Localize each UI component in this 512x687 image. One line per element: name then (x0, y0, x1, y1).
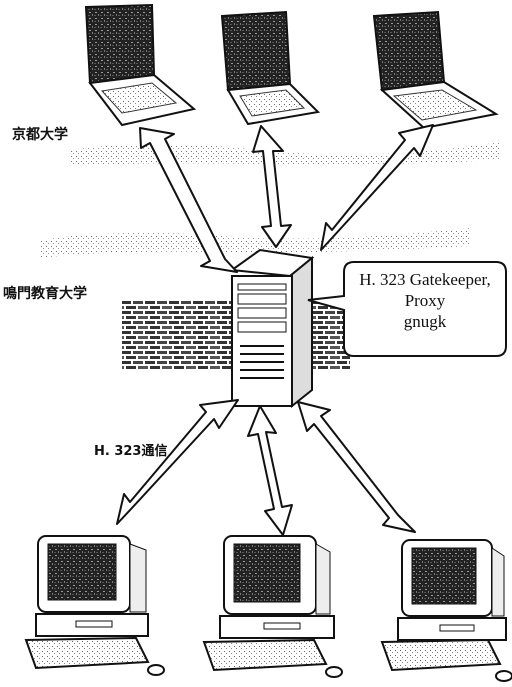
firewall-left (122, 300, 232, 370)
bubble-line-gnugk: gnugk (403, 312, 447, 331)
arrow-laptop-left-server (139, 127, 238, 273)
server-bubble-text: H. 323 Gatekeeper, Proxy gnugk (350, 269, 500, 332)
desktop-right (380, 539, 512, 682)
bubble-line-proxy: Proxy (404, 291, 446, 310)
arrow-server-desktop-left (116, 399, 239, 525)
arrow-laptop-right-server (320, 124, 434, 251)
label-naruto-university: 鳴門教育大学 (3, 286, 87, 302)
network-cloud-upper (70, 142, 500, 166)
laptop-left (84, 3, 197, 127)
label-h323-communication: H. 323通信 (94, 444, 168, 459)
bubble-line-gatekeeper: H. 323 Gatekeeper, (359, 270, 491, 289)
desktop-center (202, 535, 343, 678)
server-tower (229, 248, 315, 409)
server-bubble (307, 261, 507, 357)
laptop-center (220, 10, 321, 126)
arrow-server-desktop-right (297, 401, 416, 533)
arrow-laptop-center-server (252, 125, 292, 248)
arrow-server-desktop-center (247, 405, 293, 536)
laptop-right (372, 10, 499, 130)
desktop-left (24, 535, 165, 676)
network-cloud-middle (40, 228, 470, 258)
label-kyoto-university: 京都大学 (12, 127, 68, 143)
